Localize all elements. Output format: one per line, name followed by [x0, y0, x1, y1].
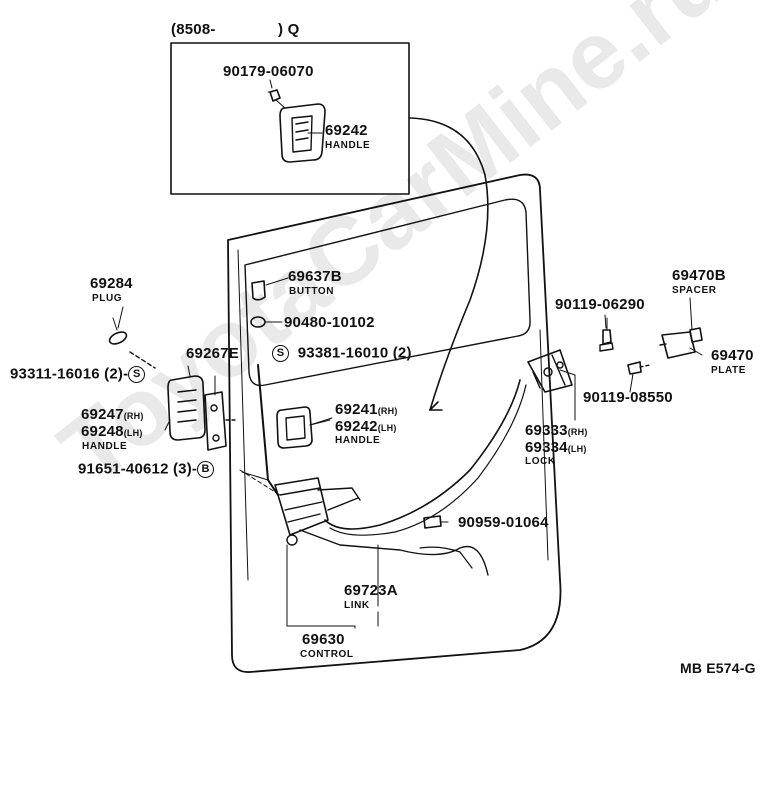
part-number-69241-text: 69241: [335, 401, 378, 418]
part-name-link: LINK: [344, 600, 370, 611]
part-name-handle-outside: HANDLE: [82, 441, 128, 452]
part-name-handle-inset: HANDLE: [325, 140, 371, 151]
part-number-69242-inset: 69242: [325, 122, 368, 139]
inset-handle-shape: [279, 103, 326, 163]
part-number-69723a: 69723A: [344, 582, 398, 599]
part-side-69241: (RH): [377, 406, 398, 416]
part-number-69248: 69248(LH): [81, 424, 143, 441]
door-window: [244, 198, 531, 387]
door-outline: [227, 173, 562, 673]
grommet-shape: [250, 316, 266, 328]
part-number-69267e: 69267E: [186, 345, 239, 362]
part-number-69241: 69241(RH): [335, 402, 398, 419]
part-number-93381-text: 93381-16010 (2): [297, 344, 412, 362]
plug-shape: [108, 331, 128, 345]
inset-clip-shape: [269, 89, 281, 102]
part-name-control: CONTROL: [300, 649, 354, 660]
part-side-69242: (LH): [377, 423, 397, 433]
part-number-69248-text: 69248: [81, 423, 124, 440]
part-name-plug: PLUG: [92, 293, 123, 304]
part-side-69333: (RH): [567, 427, 588, 437]
spacer-shape: [689, 327, 703, 343]
part-number-90959: 90959-01064: [458, 514, 549, 531]
control-assembly: [274, 477, 361, 546]
part-number-91651: 91651-40612 (3)-B: [78, 460, 215, 478]
button-shape: [251, 280, 266, 301]
part-name-button: BUTTON: [289, 286, 335, 297]
figure-code: MB E574-G: [680, 660, 756, 676]
inset-header-suffix: ) Q: [278, 21, 300, 38]
part-name-handle-inside: HANDLE: [335, 435, 381, 446]
screw-symbol-s2: S: [272, 345, 289, 362]
part-number-69284: 69284: [90, 275, 133, 292]
part-number-90179: 90179-06070: [223, 63, 314, 80]
part-number-69334-text: 69334: [525, 439, 568, 456]
bracket-69267e: [204, 391, 239, 451]
clip-90959: [423, 515, 442, 529]
screw-symbol-s: S: [128, 366, 146, 383]
part-number-69334: 69334(LH): [525, 440, 587, 457]
part-number-69470: 69470: [711, 347, 754, 364]
inset-frame: [170, 42, 410, 195]
part-number-93381: S 93381-16010 (2): [272, 345, 412, 362]
bolt-08550: [627, 361, 642, 375]
part-number-69637b: 69637B: [288, 268, 342, 285]
part-number-69242-text: 69242: [335, 418, 378, 435]
link-rod: [299, 529, 489, 576]
part-number-69630: 69630: [302, 631, 345, 648]
remote-cable: [409, 117, 489, 411]
plate-shape: [661, 331, 696, 359]
lock-cable: [324, 379, 521, 530]
part-number-69242: 69242(LH): [335, 419, 397, 436]
outside-handle-shape: [167, 375, 206, 441]
bolt-symbol-b: B: [197, 461, 215, 478]
part-number-93311: 93311-16016 (2)-S: [10, 365, 146, 383]
inside-handle-shape: [276, 406, 313, 449]
part-number-69470b: 69470B: [672, 267, 726, 284]
inset-header-prefix: (8508-: [171, 21, 216, 38]
part-number-91651-text: 91651-40612 (3)-: [78, 460, 198, 478]
part-side-69248: (LH): [123, 428, 143, 438]
part-number-69333-text: 69333: [525, 422, 568, 439]
part-number-90480: 90480-10102: [284, 314, 375, 331]
part-name-plate: PLATE: [711, 365, 747, 376]
part-name-spacer: SPACER: [672, 285, 717, 296]
lock-shape: [527, 349, 573, 393]
part-number-69247-text: 69247: [81, 406, 124, 423]
part-number-90119-08550: 90119-08550: [583, 389, 673, 406]
part-name-lock: LOCK: [525, 456, 556, 467]
part-side-69247: (RH): [123, 411, 144, 421]
part-number-93311-text: 93311-16016 (2)-: [10, 365, 129, 383]
part-number-69333: 69333(RH): [525, 423, 588, 440]
part-number-90119-06290: 90119-06290: [555, 296, 645, 313]
bolt-06290: [602, 329, 612, 345]
part-side-69334: (LH): [567, 444, 587, 454]
part-number-69247: 69247(RH): [81, 407, 144, 424]
